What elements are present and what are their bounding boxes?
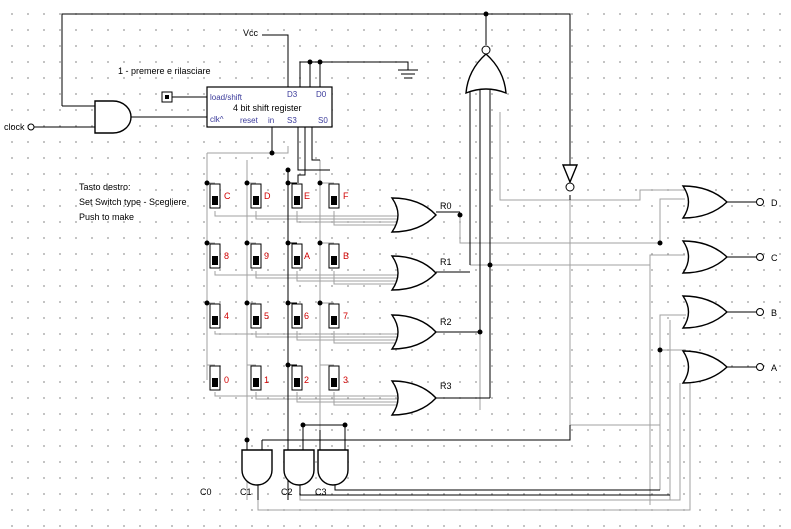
row-label: R2 — [440, 317, 452, 327]
output-or-gates — [681, 185, 729, 384]
key-switch[interactable] — [250, 183, 262, 209]
key-switch[interactable] — [209, 243, 221, 269]
switch-matrix[interactable] — [209, 183, 340, 391]
clock-label: clock — [4, 122, 25, 132]
key-label: 1 — [264, 375, 269, 385]
key-switch[interactable] — [250, 243, 262, 269]
control-wires — [34, 13, 757, 500]
output-terminal[interactable] — [756, 308, 764, 316]
ground-icon — [398, 69, 418, 79]
row-label: R3 — [440, 381, 452, 391]
key-switch[interactable] — [328, 243, 340, 269]
load-indicator-icon[interactable] — [161, 91, 173, 103]
clock-and-gate — [94, 100, 132, 134]
shift-register[interactable]: load/shift clk^ reset in D3 D0 S3 S0 4 b… — [206, 86, 333, 128]
key-label: D — [264, 191, 271, 201]
output-terminal[interactable] — [756, 363, 764, 371]
output-terminal[interactable] — [756, 253, 764, 261]
key-label: 2 — [304, 375, 309, 385]
pin-d3: D3 — [287, 90, 298, 99]
key-switch[interactable] — [328, 365, 340, 391]
vcc-label: Vcc — [243, 28, 259, 38]
output-label: B — [771, 308, 777, 318]
key-label: 8 — [224, 251, 229, 261]
top-nor-gate — [465, 45, 507, 95]
output-label: C — [771, 253, 778, 263]
column-label: C1 — [240, 487, 252, 497]
column-label: C3 — [315, 487, 327, 497]
key-switch[interactable] — [209, 365, 221, 391]
key-label: 4 — [224, 311, 229, 321]
column-label: C0 — [200, 487, 212, 497]
row-or-gates — [390, 197, 437, 416]
key-label: 9 — [264, 251, 269, 261]
key-switch[interactable] — [209, 303, 221, 329]
output-label: D — [771, 198, 778, 208]
pin-d0: D0 — [316, 90, 327, 99]
matrix-buses — [206, 112, 691, 511]
key-switch[interactable] — [328, 183, 340, 209]
key-label: E — [304, 191, 310, 201]
pin-reset: reset — [240, 116, 259, 125]
key-switch[interactable] — [250, 303, 262, 329]
key-switch[interactable] — [291, 365, 303, 391]
key-label: A — [304, 251, 310, 261]
switch-key-labels: C D E F 8 9 A B 4 5 6 7 0 1 2 3 — [224, 191, 349, 385]
key-switch[interactable] — [250, 365, 262, 391]
key-switch[interactable] — [291, 303, 303, 329]
register-title: 4 bit shift register — [233, 103, 302, 113]
key-label: B — [343, 251, 349, 261]
key-label: 0 — [224, 375, 229, 385]
column-label: C2 — [281, 487, 293, 497]
key-label: 6 — [304, 311, 309, 321]
key-switch[interactable] — [291, 183, 303, 209]
row-label: R1 — [440, 257, 452, 267]
pin-load-shift: load/shift — [210, 93, 243, 102]
pin-clk: clk^ — [210, 115, 224, 124]
key-label: 3 — [343, 375, 348, 385]
row-label: R0 — [440, 201, 452, 211]
key-label: 5 — [264, 311, 269, 321]
key-label: C — [224, 191, 231, 201]
help-text: Set Switch type - Scegliere — [79, 197, 187, 207]
inverter-gate — [561, 164, 579, 192]
junctions — [204, 11, 663, 443]
help-text: Push to make — [79, 212, 134, 222]
output-label: A — [771, 363, 777, 373]
instruction-text: 1 - premere e rilasciare — [118, 66, 211, 76]
clock-input-terminal[interactable] — [27, 123, 35, 131]
output-terminal[interactable] — [756, 198, 764, 206]
pin-in: in — [268, 116, 274, 125]
pin-s3: S3 — [287, 116, 297, 125]
key-switch[interactable] — [328, 303, 340, 329]
column-and-gates — [241, 449, 349, 486]
key-label: 7 — [343, 311, 348, 321]
key-switch[interactable] — [291, 243, 303, 269]
output-terminals[interactable] — [756, 198, 764, 371]
pin-s0: S0 — [318, 116, 328, 125]
key-switch[interactable] — [209, 183, 221, 209]
key-label: F — [343, 191, 349, 201]
help-text: Tasto destro: — [79, 182, 131, 192]
